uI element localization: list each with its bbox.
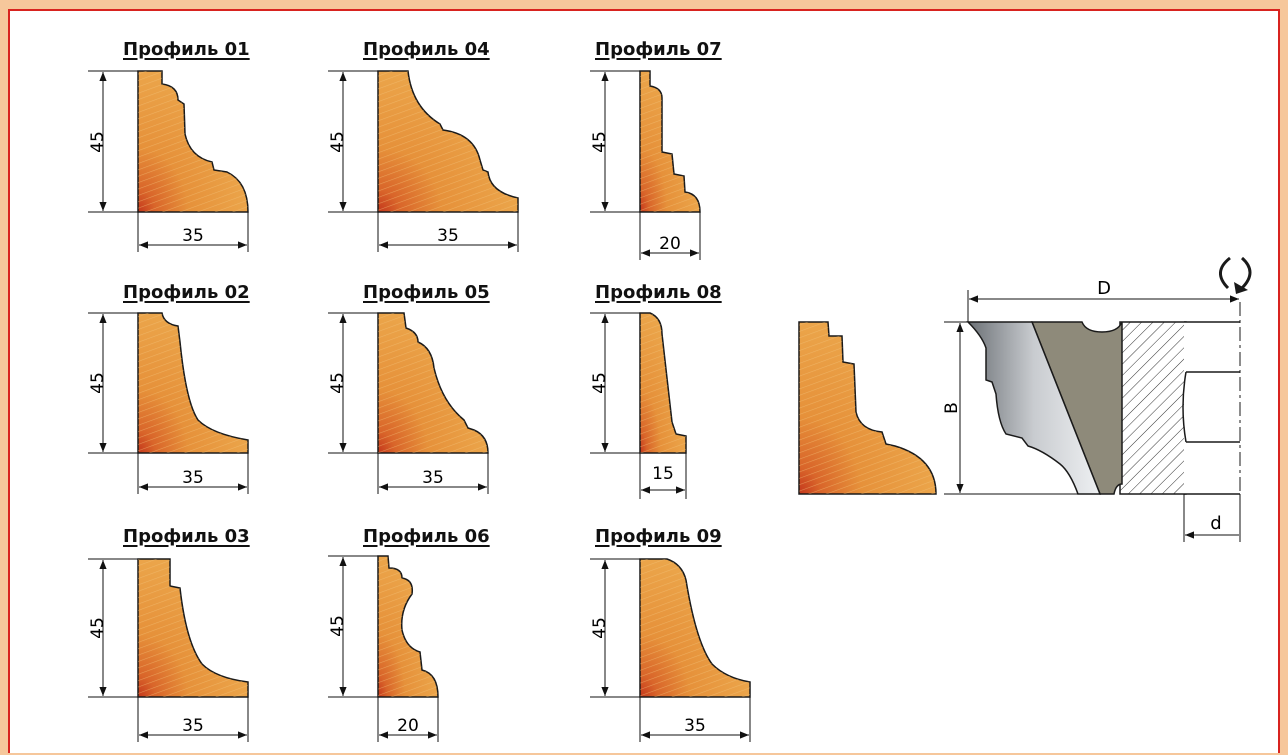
profile-01-width: 35 [182,226,204,246]
profile-07-title: Профиль 07 [595,39,722,60]
cutter-dim-B: B [942,402,962,414]
profile-07-height: 45 [590,131,610,153]
profile-08-title: Профиль 08 [595,282,722,303]
profile-07: 45 20 [590,70,701,260]
profile-05-width: 35 [422,468,444,488]
profiles-drawing: 45 35 45 35 [88,70,1252,742]
profile-08-width: 15 [652,464,674,484]
profile-06-title: Профиль 06 [363,526,490,547]
profile-04-title: Профиль 04 [363,39,490,60]
profile-07-width: 20 [659,234,681,254]
profile-05-height: 45 [328,372,348,394]
profile-05-title: Профиль 05 [363,282,490,303]
cutter-dim-d: d [1210,513,1221,534]
profile-01: 45 35 [88,70,249,252]
profile-02-width: 35 [182,468,204,488]
profile-03-title: Профиль 03 [123,526,250,547]
profile-06-height: 45 [328,615,348,637]
rotation-arrow-icon [1219,256,1252,294]
profile-09-width: 35 [684,716,706,736]
profile-04-height: 45 [328,131,348,153]
profile-02-height: 45 [88,372,108,394]
profile-08-height: 45 [590,372,610,394]
cutter-hub [1119,321,1187,495]
profile-01-height: 45 [88,131,108,153]
profile-03: 45 35 [88,558,249,742]
profile-09-title: Профиль 09 [595,526,722,547]
profile-06-width: 20 [397,716,419,736]
cutter-body [1030,321,1123,495]
profile-04-width: 35 [437,226,459,246]
profile-06: 45 20 [328,555,439,742]
profile-08: 45 15 [590,312,687,499]
cutter-bore [1184,322,1240,494]
profile-09: 45 35 [590,558,751,742]
profile-09-height: 45 [590,617,610,639]
profile-01-title: Профиль 01 [123,39,250,60]
cutter-knife [966,321,1102,495]
cutter-assembly: D B d [798,256,1252,542]
diagram-panel: Профиль 01 Профиль 02 Профиль 03 Профиль… [8,9,1280,753]
profile-02: 45 35 [88,312,249,494]
profile-03-width: 35 [182,716,204,736]
profile-02-title: Профиль 02 [123,282,250,303]
profile-03-height: 45 [88,617,108,639]
profile-05: 45 35 [328,312,489,494]
profile-04: 45 35 [328,70,519,252]
cutter-dim-D: D [1097,278,1111,299]
